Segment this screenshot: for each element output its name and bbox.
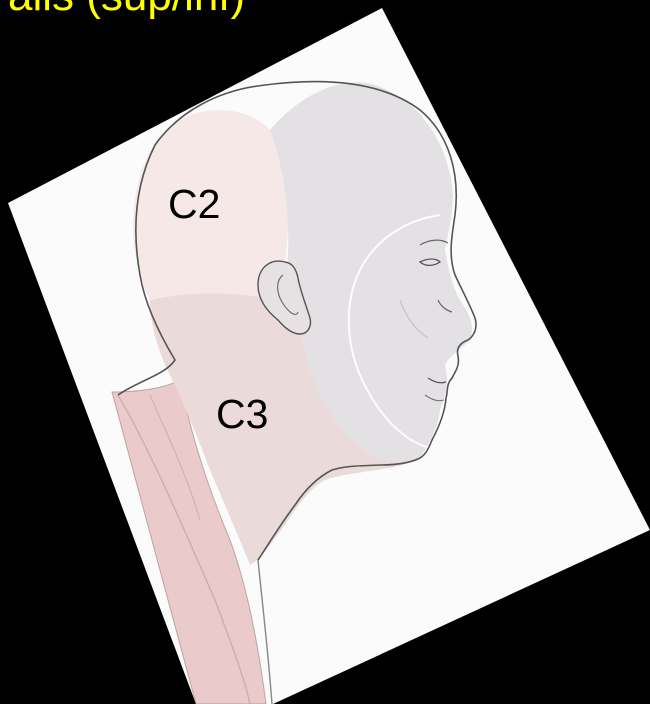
label-c3: C3 [216,391,268,437]
label-c2: C2 [168,181,220,227]
